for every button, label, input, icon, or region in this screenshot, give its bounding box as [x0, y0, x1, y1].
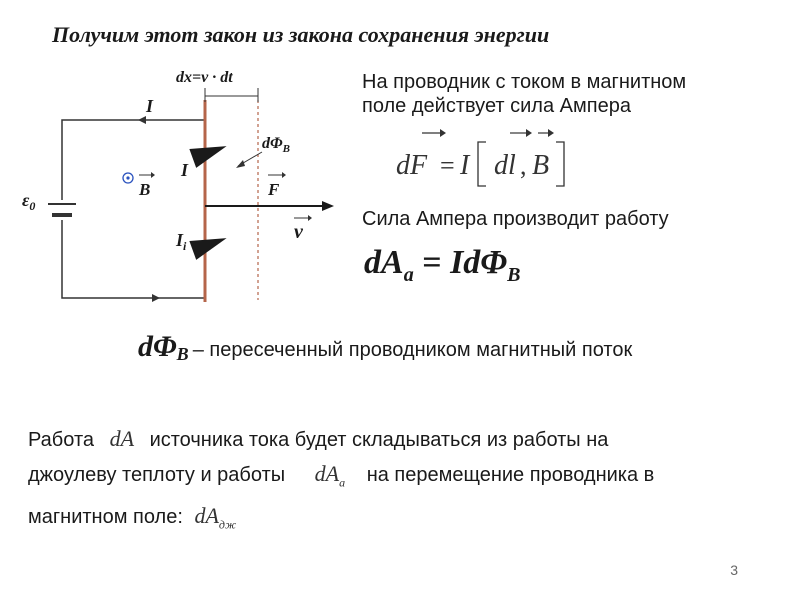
formula-eq: =: [440, 151, 455, 180]
energy-paragraph: Работа dA источника тока будет складыват…: [28, 422, 788, 542]
vector-arrow-F-head: [282, 172, 286, 178]
work-formula-rhs: IdΦ: [450, 244, 508, 281]
label-current-top: I: [145, 96, 154, 116]
paragraph-text-4: на перемещение проводника в: [366, 464, 655, 486]
flux-definition: dΦB – пересеченный проводником магнитный…: [138, 330, 632, 365]
current-arrow-bottom: [152, 294, 160, 302]
formula-B: B: [532, 150, 549, 181]
label-flux: dΦB: [262, 135, 290, 155]
slide-title: Получим этот закон из закона сохранения …: [52, 22, 550, 47]
formula-comma: ,: [520, 151, 527, 180]
current-arrow-top: [138, 116, 146, 124]
work-description: Сила Ампера производит работу: [362, 208, 669, 230]
conductor-current-arrow-lower: [189, 238, 227, 260]
label-B: B: [138, 180, 150, 199]
paragraph-formula-3: dAдж: [194, 503, 237, 532]
work-formula-lhs-sub: a: [403, 263, 414, 286]
paragraph-line-2: джоулеву теплоту и работы dAa на перемещ…: [28, 457, 788, 499]
page-number: 3: [730, 562, 738, 578]
flux-pointer-head: [236, 160, 245, 168]
label-induced-current: Ii: [175, 230, 187, 253]
vector-arrow-v-head: [308, 215, 312, 221]
conductor-current-arrow-upper: [189, 146, 227, 168]
circuit-wire: [61, 119, 205, 200]
work-formula-lhs: dA: [364, 244, 404, 281]
vec-arrow-B-head: [548, 129, 554, 137]
force-arrow-head: [322, 201, 334, 211]
paragraph-line-1: Работа dA источника тока будет складыват…: [28, 422, 788, 457]
formula-dF: dF: [396, 150, 428, 181]
formula-dl: dl: [494, 150, 516, 181]
paragraph-text-5: магнитном поле:: [28, 506, 183, 529]
bracket-right: [556, 141, 565, 187]
vector-arrow-B-head: [151, 172, 155, 178]
flux-text: – пересеченный проводником магнитный пот…: [192, 339, 633, 361]
ampere-line-2: поле действует сила Ампера: [362, 95, 631, 117]
paragraph-text-3: джоулеву теплоту и работы: [28, 464, 286, 486]
ampere-description: На проводник с током в магнитном поле де…: [362, 70, 782, 118]
circuit-diagram: dx=v · dt I I Ii dΦB ε0 B F v: [22, 69, 334, 302]
work-formula-eq: =: [422, 244, 442, 281]
vec-arrow-dl-head: [526, 129, 532, 137]
work-formula: dAa = IdΦB: [364, 244, 520, 287]
paragraph-text-2: источника тока будет складываться из раб…: [149, 429, 609, 451]
circuit-wire-bottom: [61, 220, 205, 299]
ampere-line-1: На проводник с током в магнитном: [362, 71, 687, 93]
paragraph-text-1: Работа: [28, 429, 94, 451]
label-v: v: [294, 221, 304, 243]
label-emf: ε0: [22, 190, 35, 213]
formula-I: I: [459, 150, 471, 181]
magnetic-field-out-icon: [122, 172, 134, 184]
flux-symbol: dΦ: [138, 330, 177, 363]
paragraph-formula-2: dAa: [314, 461, 346, 490]
bracket-left: [477, 141, 486, 187]
label-F: F: [267, 180, 280, 199]
flux-symbol-sub: B: [176, 344, 189, 365]
paragraph-line-3: магнитном поле: dAдж: [28, 499, 788, 541]
work-formula-rhs-sub: B: [507, 263, 521, 286]
paragraph-formula-1: dA: [109, 426, 135, 451]
ampere-formula: dF = I dl , B: [396, 129, 565, 187]
label-dx: dx=v · dt: [176, 69, 233, 86]
label-current-mid: I: [180, 160, 189, 180]
magnetic-field-dot: [126, 176, 130, 180]
vec-arrow-dF-head: [440, 129, 446, 137]
